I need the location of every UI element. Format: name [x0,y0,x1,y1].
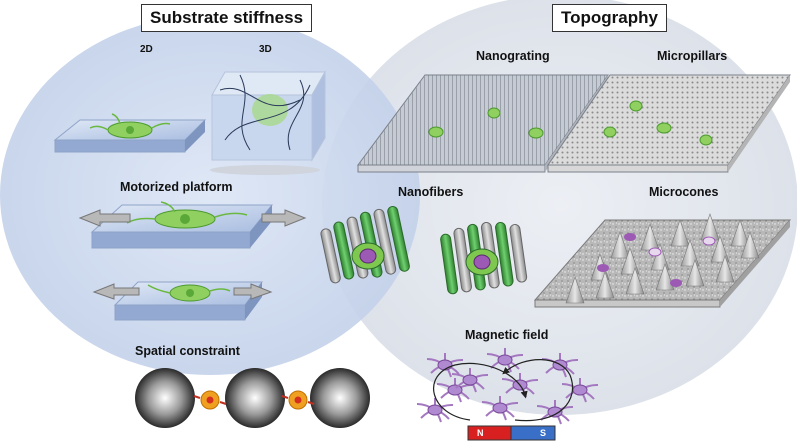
microcone-array [565,213,760,304]
microcone [740,231,760,259]
neuron [541,353,579,378]
microcone [625,267,645,295]
magnet-south-label: S [540,428,547,438]
microcone [715,255,735,283]
microcone-cells [597,233,716,287]
label-2d: 2D [140,44,153,55]
microcone [730,219,750,247]
microcone [685,259,705,287]
neuron [486,348,524,373]
label-3d: 3D [259,44,272,55]
hydrogel-3d [210,70,326,175]
field-loop [433,359,574,422]
microcone [655,263,675,291]
label-micropillars: Micropillars [657,49,728,63]
microcone [670,219,690,247]
label-microcones: Microcones [649,185,719,199]
microcone [710,235,730,263]
neuron [481,396,519,421]
neuron [451,368,489,393]
spatial-constraint-figure [135,368,370,428]
motorized-platform-stretch [78,201,307,249]
neuron [416,398,454,423]
microcone [565,276,585,304]
label-spatial-constraint: Spatial constraint [135,344,240,358]
microcone [610,231,630,259]
bar-magnet [467,425,556,441]
neuron [561,378,599,403]
heading-topography: Topography [552,4,667,32]
microcone [650,243,670,271]
heading-substrate-stiffness: Substrate stiffness [141,4,313,32]
label-nanofibers: Nanofibers [398,185,464,199]
substrate-2d [53,113,207,153]
label-nanograting: Nanograting [476,49,550,63]
motorized-platform-compress [92,281,273,321]
neuron [436,378,474,403]
stiffness-ellipse [0,15,420,375]
magnet-north-label: N [477,428,484,438]
microcone [680,239,700,267]
label-motorized-platform: Motorized platform [120,180,233,194]
neuron [536,400,574,425]
nanofibers-figure [320,205,528,295]
microcone [620,247,640,275]
microcone [595,271,615,299]
micropillars-substrate [547,74,791,173]
label-magnetic-field: Magnetic field [465,328,549,342]
